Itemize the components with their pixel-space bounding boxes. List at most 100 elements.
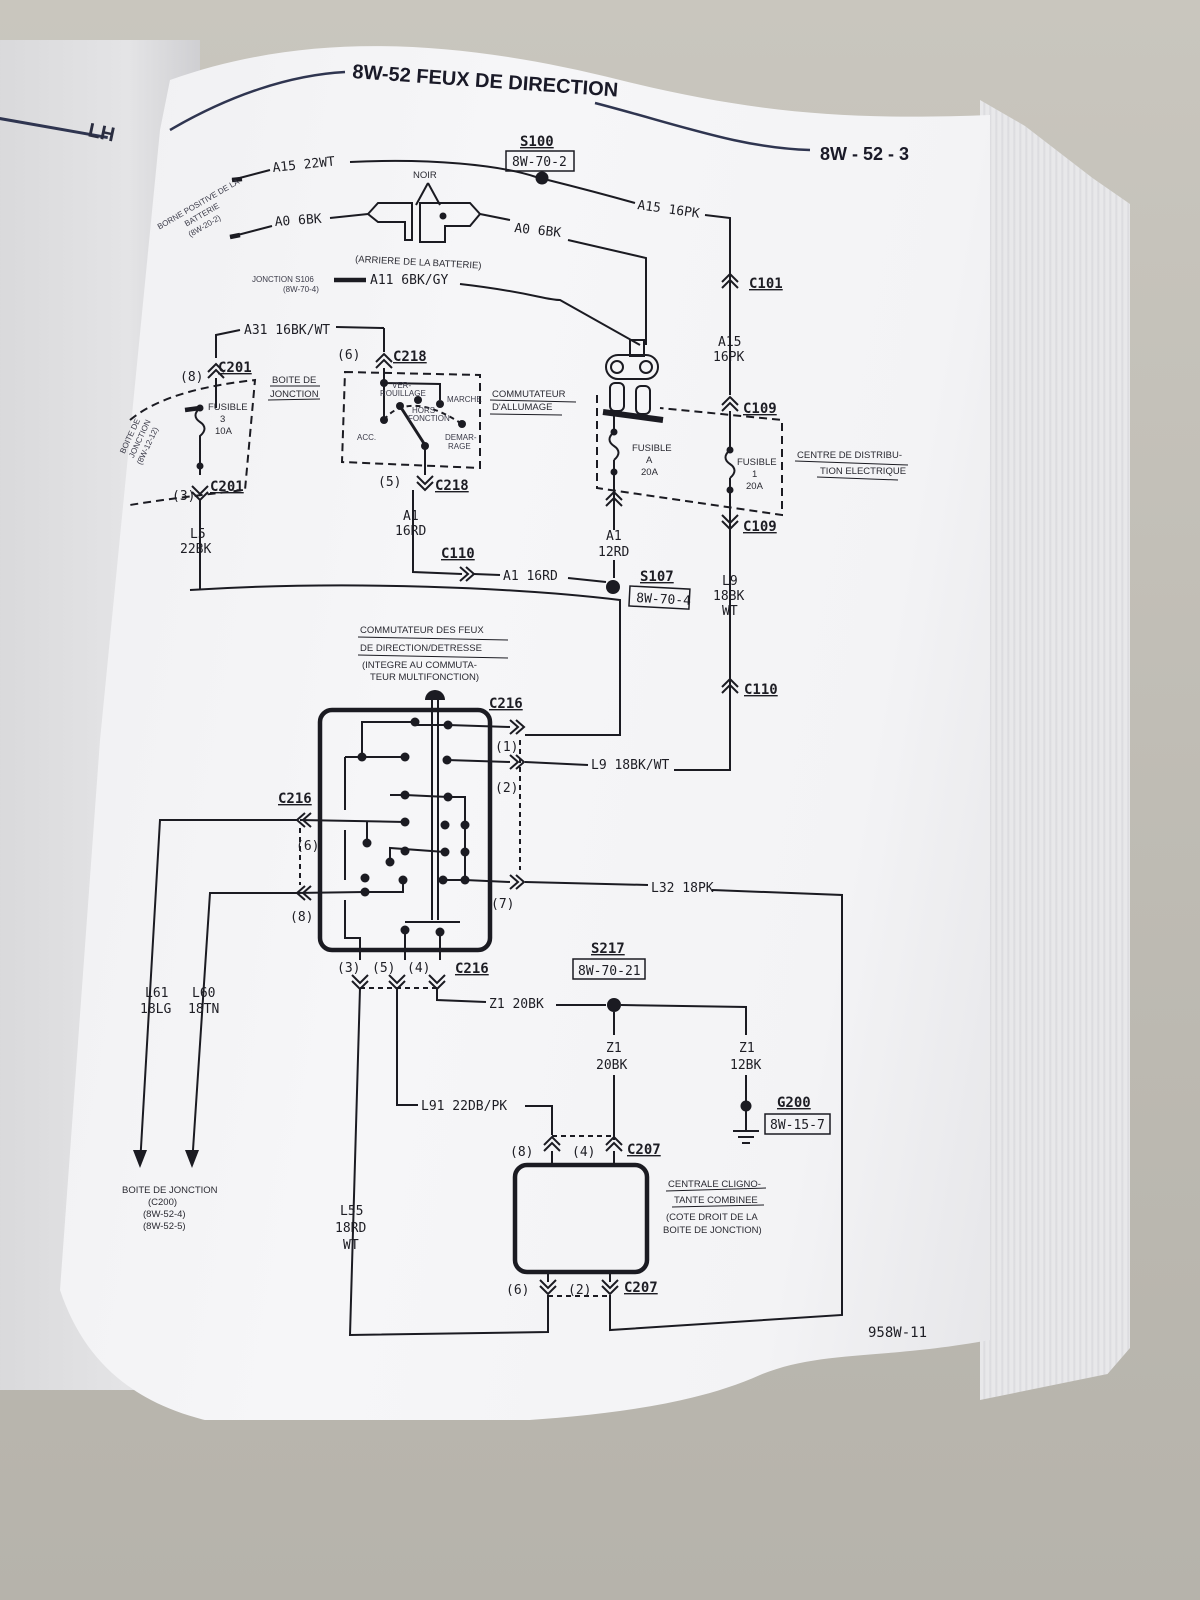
- wire-l55: [348, 987, 549, 1337]
- terminal-stud-1: [609, 382, 625, 412]
- fuse-bus-bar: [602, 409, 664, 423]
- wire-l91-b: [525, 1105, 553, 1135]
- wire-label-a0-left: A0 6BK: [274, 212, 322, 230]
- wire-a11: [459, 283, 641, 346]
- connector-c110-left-chevron: [459, 566, 476, 582]
- wire-z1-a: [436, 988, 487, 1003]
- header-rule-left: [169, 70, 346, 132]
- wire-l9-h-b: [674, 760, 731, 771]
- wire-z1-to-ground: [620, 1004, 747, 1035]
- wire-a0-left: [329, 213, 369, 219]
- wire-label-l9-v2: 18BK: [713, 589, 744, 604]
- ign-marche: MARCHE: [447, 395, 482, 404]
- page-number: 8W - 52 - 3: [820, 144, 909, 164]
- power-distribution-center-box: [596, 395, 783, 517]
- wire-a31-left: [215, 329, 241, 358]
- wire-label-a15-v1: A15: [718, 335, 741, 350]
- splice-s107-dot: [606, 580, 620, 594]
- connector-c218-bottom: C218: [435, 478, 469, 494]
- wire-label-a15-v2: 16PK: [713, 350, 744, 365]
- connector-a1-chevron: [605, 490, 623, 507]
- terminal-stud-2: [635, 385, 651, 415]
- splice-s107-ref: 8W-70-4: [636, 591, 692, 609]
- boite-c200-label-4: (8W-52-5): [143, 1221, 186, 1232]
- connector-c207-bottom: C207: [624, 1280, 658, 1296]
- pin-c216-2: (2): [495, 781, 518, 796]
- fusible-3-label-1: FUSIBLE: [208, 402, 248, 413]
- splice-s100-dot: [535, 171, 549, 185]
- centrale-label-1: CENTRALE CLIGNO-: [668, 1179, 761, 1190]
- wire-label-a31: A31 16BK/WT: [244, 323, 330, 338]
- ign-rouillage: ROUILLAGE: [380, 389, 426, 398]
- boite-c200-label-1: BOITE DE JONCTION: [122, 1185, 218, 1196]
- wire-label-a15-22wt: A15 22WT: [272, 154, 336, 175]
- wire-l9-h-a: [524, 761, 589, 766]
- centrale-underline-1: [665, 1187, 767, 1192]
- wire-label-a1-12rd-1: A1: [606, 529, 622, 544]
- wire-l32-a: [524, 881, 649, 886]
- wire-l91-a: [396, 988, 418, 1106]
- connector-c218-top-chevron: [375, 352, 393, 369]
- centrale-underline-2: [671, 1204, 765, 1208]
- diagram-page: [60, 20, 990, 1420]
- borne-positive-label: BORNE POSITIVE DE LA BATTERIE (8W-20-2): [156, 177, 242, 239]
- fuse-1-symbol: [724, 449, 736, 479]
- wire-a15-16pk-a: [547, 179, 636, 204]
- ign-ver: VER-: [392, 381, 411, 390]
- ground-dot: [740, 1100, 752, 1112]
- splice-s100-id: S100: [520, 134, 554, 150]
- fusible-1-label-2: 1: [752, 469, 757, 480]
- pin-c216-6: (6): [296, 839, 319, 854]
- pin-c216-1: (1): [495, 740, 518, 755]
- wire-label-l9-h: L9 18BK/WT: [591, 758, 669, 773]
- ign-arc: [383, 404, 463, 425]
- ign-rage: RAGE: [448, 442, 471, 451]
- wire-label-z1-gnd-2: 12BK: [730, 1058, 761, 1073]
- c207-pin6-chevron: [539, 1279, 557, 1296]
- ign-demar: DEMAR-: [445, 433, 477, 442]
- combination-flasher-body: [512, 1162, 650, 1275]
- connector-c110-right-chevron: [721, 677, 739, 694]
- splice-s107-id: S107: [640, 569, 674, 585]
- terminal-arrow-a0: [229, 232, 241, 240]
- wire-label-a11: A11 6BK/GY: [370, 273, 448, 288]
- connector-c109-top: C109: [743, 401, 777, 417]
- switch-internal-left-bus: [344, 757, 361, 960]
- boite-c200-label-2: (C200): [148, 1197, 177, 1208]
- wire-label-l60-1: L60: [192, 986, 215, 1001]
- switch-actuator-shaft: [431, 700, 439, 920]
- splice-s100-ref: 8W-70-2: [512, 155, 567, 170]
- fusible-a-label-3: 20A: [641, 467, 659, 478]
- commutateur-underline-1: [489, 399, 577, 403]
- wire-label-l5-1: L5: [190, 527, 206, 542]
- multifunction-label-1: COMMUTATEUR DES FEUX: [360, 625, 484, 636]
- ground-g200-ref-box: [764, 1113, 831, 1135]
- wire-a1-16rd-h-b: [567, 577, 607, 583]
- connector-c110-left: C110: [441, 546, 475, 562]
- fusible-a-label-1: FUSIBLE: [632, 443, 672, 454]
- battery-clamp-right: [419, 202, 482, 243]
- section-title: 8W-52 FEUX DE DIRECTION: [352, 61, 619, 102]
- ign-wiper-pivot: [396, 402, 404, 410]
- wire-a1-16rd-h-a: [473, 573, 501, 576]
- connector-c216-left: C216: [278, 791, 312, 807]
- ground-g200-id: G200: [777, 1095, 811, 1111]
- connector-c216-top: C216: [489, 696, 523, 712]
- connector-c216-bottom: C216: [455, 961, 489, 977]
- connector-c218-top: C218: [393, 349, 427, 365]
- connector-c109-top-chevron: [721, 395, 739, 412]
- c207-pin2-chevron: [601, 1279, 619, 1296]
- wire-label-l32: L32 18PK: [651, 881, 714, 896]
- l60-arrow-icon: [185, 1150, 199, 1168]
- switch-knob: [425, 690, 445, 700]
- commutateur-allumage-1: COMMUTATEUR: [492, 389, 566, 400]
- fuse-3-symbol: [194, 407, 206, 475]
- figure-id: 958W-11: [868, 1325, 927, 1341]
- c207-pin4-chevron: [605, 1135, 623, 1152]
- switch-internal-bottom: [404, 930, 441, 960]
- wire-a0-right-stub: [479, 213, 511, 221]
- ign-dot-run: [436, 400, 444, 408]
- multifunction-underline-1: [357, 636, 509, 641]
- pin-c207-8: (8): [510, 1145, 533, 1160]
- commutateur-underline-2: [489, 413, 563, 416]
